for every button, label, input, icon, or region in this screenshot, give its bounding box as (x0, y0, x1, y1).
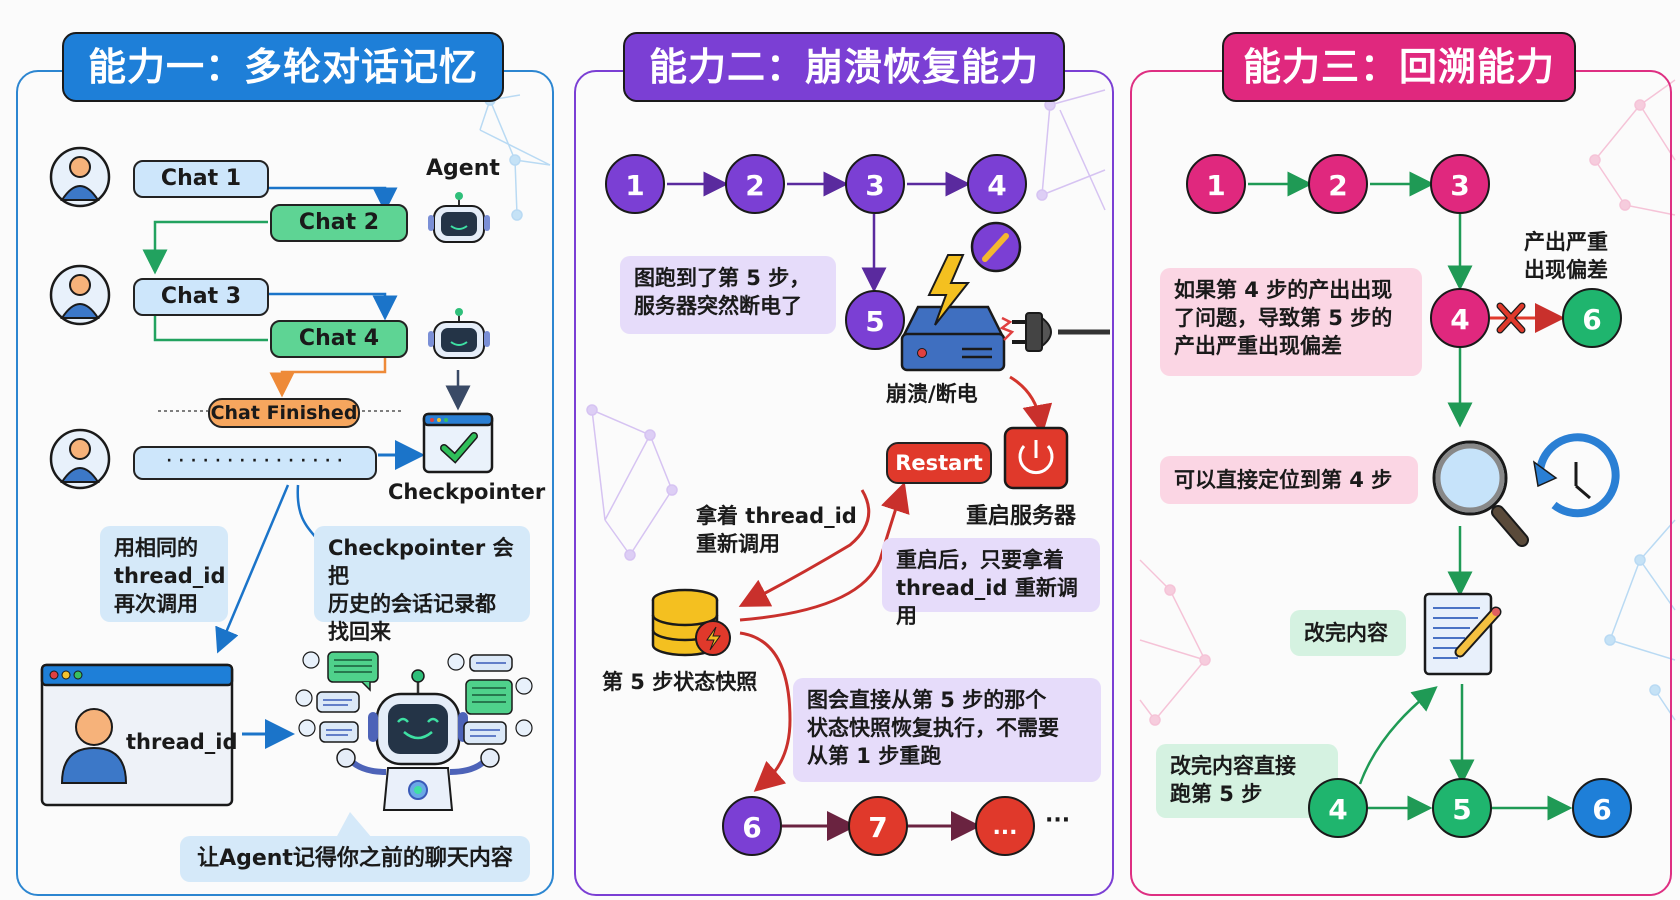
line-chat3-to-chat4 (153, 312, 268, 342)
thread-id-label: thread_id (126, 730, 238, 754)
chat-bubble-decoration (316, 651, 513, 745)
magnifier-icon (1432, 440, 1529, 547)
note-locate-step4: 可以直接定位到第 4 步 (1160, 456, 1418, 504)
step-node-more: ... (975, 796, 1035, 856)
arrow-chat2-to-user (142, 220, 268, 275)
arrow-chat4-to-finished (269, 358, 387, 398)
arrow-crash-to-restart (1009, 375, 1053, 435)
database-snapshot-icon (651, 588, 731, 657)
panel1-title: 能力一：多轮对话记忆 (62, 32, 504, 102)
panel2-title: 能力二：崩溃恢复能力 (623, 32, 1065, 102)
step-node-3: 3 (1430, 154, 1490, 214)
history-clock-icon (1532, 433, 1620, 518)
robot-agent-icon (428, 192, 490, 243)
step-node-5-crash: 5 (845, 290, 905, 350)
happy-robot-illustration (336, 669, 500, 811)
note-resume-from-snapshot: 图会直接从第 5 步的那个 状态快照恢复执行，不需要 从第 1 步重跑 (793, 678, 1101, 782)
note-checkpointer-restore: Checkpointer 会把 历史的会话记录都 找回来 (314, 526, 530, 644)
note-reinvoke-after-restart: 重启后，只要拿着 thread_id 重新调用 (882, 538, 1100, 628)
user-icon (49, 146, 111, 208)
checkpointer-label: Checkpointer (388, 480, 546, 504)
caption-remember-chat: 让Agent记得你之前的聊天内容 (180, 836, 530, 882)
step-node-6: 6 (722, 796, 782, 856)
restart-button[interactable]: Restart (886, 442, 992, 484)
new-message-bubble: · · · · · · · · · · · · · · · (133, 446, 377, 480)
chat-bubble-1: Chat 1 (133, 160, 269, 198)
step-node-3: 3 (845, 154, 905, 214)
pencil-badge-icon (970, 221, 1022, 273)
note-edit-content: 改完内容 (1290, 610, 1406, 656)
note-step4-problem: 如果第 4 步的产出出现 了问题，导致第 5 步的 产出严重出现偏差 (1160, 268, 1422, 376)
thread-window-icon (40, 663, 234, 807)
trailing-ellipsis: ··· (1045, 808, 1071, 833)
crash-label: 崩溃/断电 (886, 382, 978, 406)
note-crash-at-step5: 图跑到了第 5 步， 服务器突然断电了 (620, 256, 836, 334)
deviation-label: 产出严重 出现偏差 (1524, 230, 1608, 282)
chat-bubble-3: Chat 3 (133, 278, 269, 316)
step-node-2: 2 (725, 154, 785, 214)
step-node-7: 7 (848, 796, 908, 856)
chat-bubble-4: Chat 4 (270, 320, 408, 358)
agent-label: Agent (426, 156, 500, 181)
checkpointer-icon (422, 412, 494, 474)
step-node-6: 6 (1572, 778, 1632, 838)
step-node-1: 1 (605, 154, 665, 214)
step-node-4: 4 (967, 154, 1027, 214)
server-crash-icon (900, 305, 1006, 372)
blocked-x-icon (1497, 303, 1525, 333)
arrow-snapshot-to-restart (739, 481, 910, 622)
step-node-5: 5 (1432, 778, 1492, 838)
arrow-chat1-to-agent (268, 186, 398, 213)
arrow-chat3-to-agent (268, 292, 398, 321)
step-node-1: 1 (1186, 154, 1246, 214)
arrow-to-thread-window (215, 484, 290, 654)
power-plug-icon (1012, 312, 1110, 352)
small-user-icons (295, 651, 533, 737)
step-node-4-edited: 4 (1308, 778, 1368, 838)
user-icon (49, 428, 111, 490)
step-node-2: 2 (1308, 154, 1368, 214)
chat-bubble-2: Chat 2 (270, 204, 408, 242)
caption-pointer (336, 812, 372, 838)
step-node-4-bad: 4 (1430, 288, 1490, 348)
note-edit-and-rerun: 改完内容直接 跑第 5 步 (1156, 744, 1338, 818)
arrow-snapshot-to-step6 (739, 631, 792, 792)
user-icon (49, 264, 111, 326)
snapshot-label: 第 5 步状态快照 (602, 670, 758, 694)
edit-document-icon (1423, 592, 1502, 676)
arrow-reinvoke-to-snapshot (738, 489, 871, 607)
power-button-icon (1003, 426, 1069, 490)
arrow-step4-to-edit (1358, 686, 1438, 785)
step-node-6-skipped: 6 (1562, 288, 1622, 348)
reinvoke-label: 拿着 thread_id 重新调用 (696, 504, 857, 556)
restart-server-label: 重启服务器 (966, 504, 1077, 529)
note-same-thread-id: 用相同的 thread_id 再次调用 (100, 526, 228, 622)
chat-finished-badge: Chat Finished (208, 398, 360, 428)
panel3-title: 能力三：回溯能力 (1222, 32, 1576, 102)
robot-agent-icon (428, 308, 490, 359)
spark-icon (999, 316, 1015, 341)
lightning-bolt-icon (927, 254, 971, 326)
